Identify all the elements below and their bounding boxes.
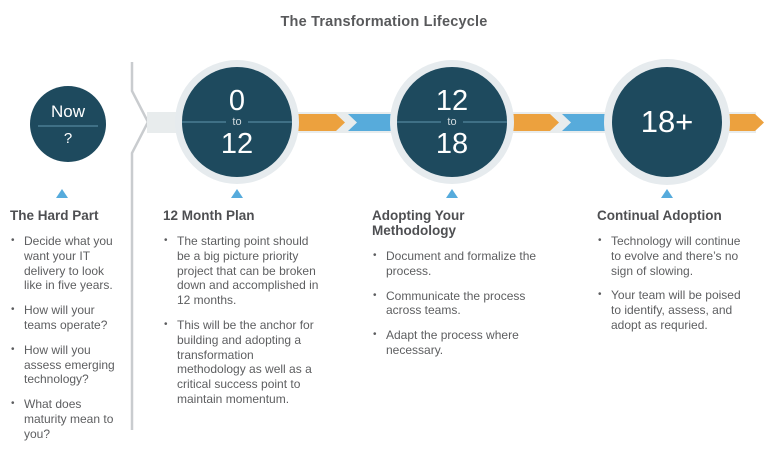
stage-disc: 12 to 18 (397, 67, 507, 177)
stage-bottom-number: 12 (220, 127, 254, 160)
dash-line (397, 121, 442, 123)
arrow-right-icon (507, 114, 559, 131)
arrow-right-icon (721, 114, 764, 131)
stage-disc: 0 to 12 (182, 67, 292, 177)
section-the-hard-part: The Hard Part Decide what you want your … (10, 189, 124, 452)
page-title: The Transformation Lifecycle (280, 14, 488, 30)
arrow-right-icon (293, 114, 345, 131)
stage-to-row: to (397, 115, 507, 128)
section-adopting-your-methodology: Adopting Your Methodology Document and f… (372, 189, 540, 368)
dash-line (247, 121, 292, 123)
stage-to-label: to (447, 115, 457, 128)
now-divider-line (38, 124, 98, 127)
list-item: What does maturity mean to you? (10, 397, 124, 441)
dash-line (182, 121, 227, 123)
list-item: Document and formalize the process. (372, 249, 540, 279)
now-question-mark: ? (63, 129, 73, 147)
section-heading: 12 Month Plan (163, 208, 255, 223)
list-item: The starting point should be a big pictu… (163, 234, 319, 308)
section-12-month-plan: 12 Month Plan The starting point should … (163, 189, 319, 417)
bullet-list: Decide what you want your IT delivery to… (10, 234, 124, 442)
bullet-list: The starting point should be a big pictu… (163, 234, 319, 407)
list-item: Technology will continue to evolve and t… (597, 234, 753, 278)
list-item: How will you assess emerging technology? (10, 343, 124, 387)
list-item: Your team will be poised to identify, as… (597, 288, 753, 332)
pointer-triangle-icon (231, 189, 243, 198)
stage-bottom-number: 18 (435, 127, 469, 160)
now-node: Now ? (30, 86, 106, 162)
stage-node-0-12: 0 to 12 (175, 60, 299, 184)
stage-disc: 18+ (612, 67, 722, 177)
bullet-list: Technology will continue to evolve and t… (597, 234, 753, 333)
list-item: Communicate the process across teams. (372, 289, 540, 319)
list-item: Adapt the process where necessary. (372, 328, 540, 358)
bullet-list: Document and formalize the process. Comm… (372, 249, 540, 358)
section-continual-adoption: Continual Adoption Technology will conti… (597, 189, 753, 343)
list-item: Decide what you want your IT delivery to… (10, 234, 124, 293)
stage-top-number: 12 (435, 84, 469, 117)
stage-to-label: to (232, 115, 242, 128)
section-heading: Continual Adoption (597, 208, 722, 223)
pointer-triangle-icon (661, 189, 673, 198)
pointer-triangle-icon (56, 189, 68, 198)
stage-top-number: 0 (228, 84, 246, 117)
stage-label: 18+ (640, 104, 694, 139)
stage-to-row: to (182, 115, 292, 128)
stage-node-12-18: 12 to 18 (390, 60, 514, 184)
section-heading: The Hard Part (10, 208, 99, 223)
dash-line (462, 121, 507, 123)
stage-node-18plus: 18+ (604, 59, 730, 185)
list-item: How will your teams operate? (10, 303, 124, 333)
pointer-triangle-icon (446, 189, 458, 198)
list-item: This will be the anchor for building and… (163, 318, 319, 407)
section-heading: Adopting Your Methodology (372, 208, 465, 238)
now-label: Now (50, 101, 85, 121)
